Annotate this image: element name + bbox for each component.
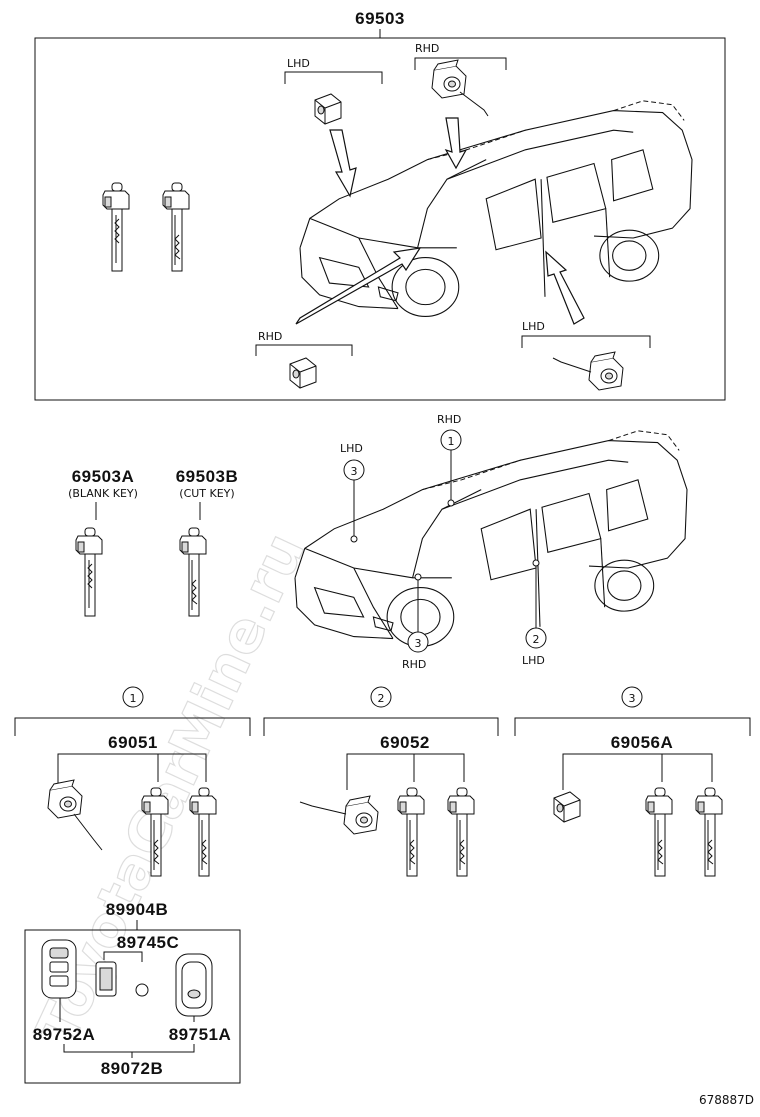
blank-key <box>75 527 103 617</box>
set-3-part-number: 69056A <box>611 733 674 752</box>
remote-frame <box>24 929 241 1084</box>
set-3-door-cylinder <box>553 791 581 823</box>
part-number-89751A: 89751A <box>169 1025 232 1044</box>
set-1-ignition-cylinder <box>47 779 103 851</box>
diagram-id: 678887D <box>699 1093 754 1107</box>
location-rhd-1-label: RHD <box>437 413 461 426</box>
part-number-89752A: 89752A <box>33 1025 96 1044</box>
arrow-rhd-bottom <box>295 247 422 325</box>
door-lock-cylinder-lhd <box>314 93 342 125</box>
set-3-number: 3 <box>629 692 636 705</box>
label-lhd-bottom: LHD <box>522 320 545 333</box>
door-lock-cylinder-rhd <box>289 357 317 389</box>
set-2-door-cylinder <box>299 795 379 835</box>
key-fob-cover <box>175 953 213 1017</box>
battery <box>135 983 149 997</box>
set-2-part-number: 69052 <box>380 733 430 752</box>
location-rhd-3-number: 3 <box>415 637 422 650</box>
location-lhd-2-label: LHD <box>522 654 545 667</box>
location-lhd-3-number: 3 <box>351 465 358 478</box>
location-rhd-1-number: 1 <box>448 435 455 448</box>
location-rhd-3-label: RHD <box>402 658 426 671</box>
top-group-frame <box>34 37 726 401</box>
transmitter-board <box>95 961 117 997</box>
label-lhd-top: LHD <box>287 57 310 70</box>
caption-blank-key: (BLANK KEY) <box>68 487 138 500</box>
arrow-lhd <box>329 129 357 198</box>
location-lhd-3-label: LHD <box>340 442 363 455</box>
set-3-key-a <box>645 787 673 877</box>
set-2-key-b <box>447 787 475 877</box>
part-number-69503: 69503 <box>355 9 405 28</box>
set-3-key-b <box>695 787 723 877</box>
set-2-key-a <box>397 787 425 877</box>
blank-key-image <box>102 182 130 272</box>
caption-cut-key: (CUT KEY) <box>179 487 234 500</box>
cut-key <box>179 527 207 617</box>
label-rhd-top: RHD <box>415 42 439 55</box>
set-1-number: 1 <box>130 692 137 705</box>
set-2-number: 2 <box>378 692 385 705</box>
arrow-lhd-bottom <box>545 250 585 325</box>
label-rhd-bottom: RHD <box>258 330 282 343</box>
part-number-69503A: 69503A <box>72 467 135 486</box>
location-lhd-2-number: 2 <box>533 633 540 646</box>
part-number-69503B: 69503B <box>176 467 239 486</box>
arrow-rhd <box>444 117 468 170</box>
ignition-cylinder-rhd <box>431 59 489 117</box>
part-number-89745C: 89745C <box>117 933 180 952</box>
ignition-cylinder-lhd <box>552 351 624 391</box>
smart-key-housing <box>41 939 77 999</box>
set-1-key-b <box>189 787 217 877</box>
part-number-89904B: 89904B <box>106 900 169 919</box>
cut-key-image <box>162 182 190 272</box>
set-1-part-number: 69051 <box>108 733 158 752</box>
part-number-89072B: 89072B <box>101 1059 164 1078</box>
